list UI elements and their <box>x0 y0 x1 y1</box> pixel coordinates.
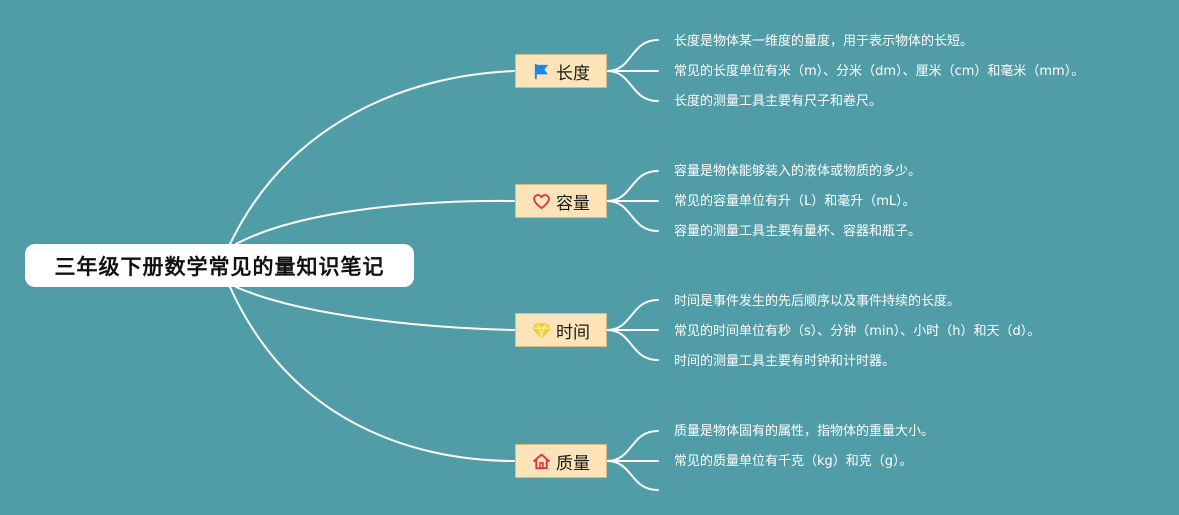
root-topic-label: 三年级下册数学常见的量知识笔记 <box>54 254 385 279</box>
connector-branch-1-leaf-3 <box>606 70 659 102</box>
branch-label: 时间 <box>556 322 590 343</box>
connector-root-branch-1 <box>229 70 516 245</box>
leaf-text[interactable]: 时间是事件发生的先后顺序以及事件持续的长度。 <box>674 294 961 309</box>
leaf-text[interactable]: 质量是物体固有的属性，指物体的重量大小。 <box>674 424 935 439</box>
diamond-icon <box>532 322 551 339</box>
leaf-text[interactable]: 容量是物体能够装入的液体或物质的多少。 <box>674 164 922 179</box>
connector-branch-3-leaf-3 <box>606 329 659 361</box>
branch-length[interactable]: 长度 <box>515 54 607 88</box>
connector-root-branch-2 <box>235 199 516 245</box>
leaf-text[interactable]: 常见的质量单位有千克（kg）和克（g）。 <box>674 454 913 469</box>
branch-time[interactable]: 时间 <box>515 313 607 347</box>
heart-icon <box>533 193 550 209</box>
root-topic[interactable]: 三年级下册数学常见的量知识笔记 <box>25 244 414 287</box>
branch-capacity[interactable]: 容量 <box>515 184 607 218</box>
connector-branch-2-leaf-3 <box>606 200 659 232</box>
branch-label: 长度 <box>556 63 590 84</box>
connector-branch-4-leaf-3 <box>606 460 659 491</box>
connector-branch-3-leaf-1 <box>606 299 659 331</box>
leaf-text[interactable]: 常见的长度单位有米（m）、分米（dm）、厘米（cm）和毫米（mm）。 <box>674 64 1085 79</box>
leaf-text[interactable]: 常见的时间单位有秒（s）、分钟（min）、小时（h）和天（d）。 <box>674 324 1041 339</box>
connector-branch-4-leaf-1 <box>606 430 659 462</box>
leaf-text[interactable]: 长度是物体某一维度的量度，用于表示物体的长短。 <box>674 34 974 49</box>
connector-root-branch-4 <box>229 286 516 462</box>
branch-mass[interactable]: 质量 <box>515 444 607 478</box>
branch-label: 质量 <box>556 453 590 474</box>
leaf-text[interactable]: 长度的测量工具主要有尺子和卷尺。 <box>674 94 883 109</box>
leaf-text[interactable]: 常见的容量单位有升（L）和毫升（mL）。 <box>674 194 916 209</box>
connector-root-branch-3 <box>235 286 516 331</box>
branch-label: 容量 <box>556 193 590 214</box>
house-icon <box>533 453 550 469</box>
connector-branch-2-leaf-1 <box>606 170 659 202</box>
leaf-text[interactable]: 容量的测量工具主要有量杯、容器和瓶子。 <box>674 224 922 239</box>
connector-branch-1-leaf-1 <box>606 39 659 72</box>
flag-icon <box>534 63 549 79</box>
leaf-text[interactable]: 时间的测量工具主要有时钟和计时器。 <box>674 354 896 369</box>
